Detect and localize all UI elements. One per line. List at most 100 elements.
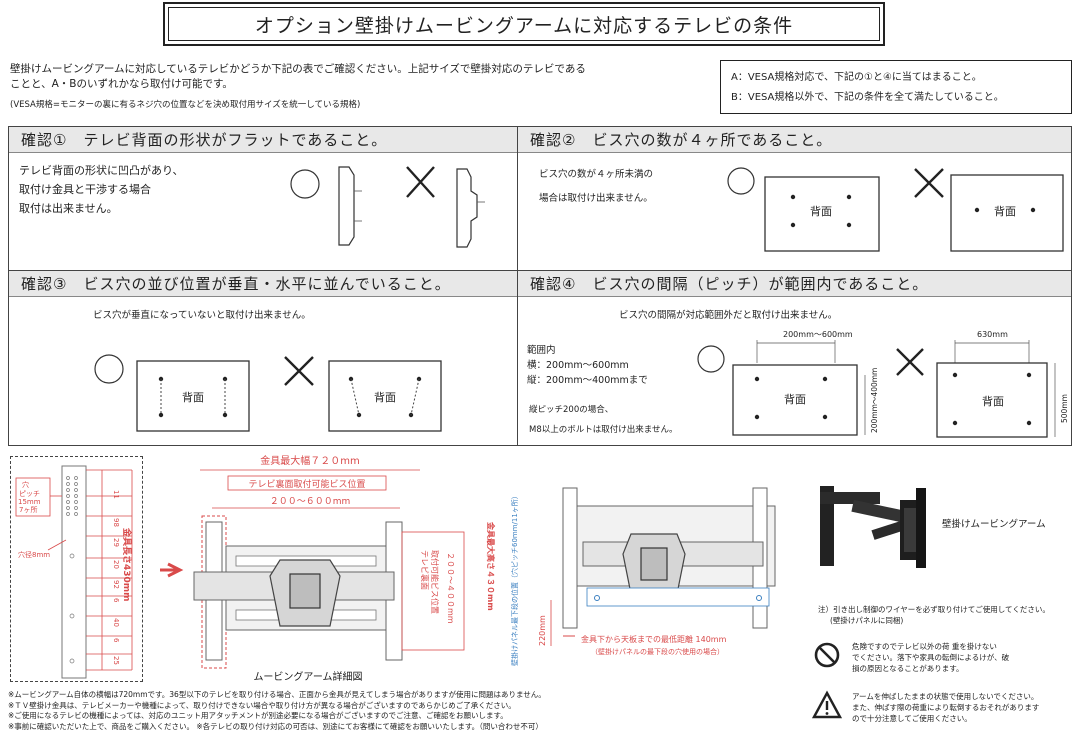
tv-back-misaligned: [328, 360, 442, 432]
footnote-4: ※事前に確認いただいた上で、商品をご購入ください。 ※各テレビの取り付け対応の可…: [8, 721, 543, 731]
ok-circle-icon: [727, 167, 755, 195]
check1-line-1: テレビ背面の形状に凹凸があり、: [19, 164, 184, 177]
flat-tv-side-icon: [338, 166, 355, 246]
check2-line-2: 場合は取付け出来ません。: [539, 193, 653, 204]
tv-back-2holes: [950, 174, 1064, 252]
svg-text:20: 20: [112, 560, 120, 569]
check2-illustration: 背面 背面: [727, 167, 1064, 252]
svg-text:29: 29: [112, 538, 120, 547]
wire-note: 注）引き出し制御のワイヤーを必ず取り付けてご使用してください。 (壁掛けパネルに…: [818, 604, 1050, 626]
check4-note-2: M8以上のボルトは取付け出来ません。: [529, 425, 678, 435]
page-title: オプション壁掛けムービングアームに対応するテレビの条件: [168, 7, 880, 41]
wire-note-line: 注）引き出し制御のワイヤーを必ず取り付けてご使用してください。: [818, 605, 1050, 614]
caution-icon: [812, 690, 842, 719]
svg-text:金具長さ430mm: 金具長さ430mm: [121, 527, 133, 602]
range-vertical: 縦：200mm～400mmまで: [527, 375, 648, 386]
check4-header: 確認④ ビス穴の間隔（ピッチ）が範囲内であること。: [518, 271, 1071, 297]
svg-text:背面: 背面: [374, 390, 396, 404]
svg-text:92: 92: [112, 580, 120, 589]
tv-back-ok: [732, 364, 858, 436]
ok-circle-icon: [94, 354, 124, 384]
svg-text:背面: 背面: [810, 204, 832, 218]
check4-note-1: 縦ピッチ200の場合、: [529, 405, 614, 415]
svg-text:２００～６００mm: ２００～６００mm: [270, 497, 351, 507]
svg-text:壁掛けパネル最下段の位置（穴ピッチ60mm/11ヶ所）: 壁掛けパネル最下段の位置（穴ピッチ60mm/11ヶ所）: [510, 492, 519, 666]
caution-note: アームを伸ばしたままの状態で使用しないでください。 また、伸ばす際の荷重により転…: [852, 691, 1039, 724]
caution-line-2: また、伸ばす際の荷重により転倒するおそれがあります: [852, 703, 1040, 712]
danger-line-3: 損の原因となることがあります。: [852, 664, 964, 673]
svg-text:穴: 穴: [22, 480, 29, 489]
product-label: 壁掛けムービングアーム: [942, 519, 1046, 530]
svg-text:6: 6: [112, 598, 120, 603]
svg-text:金具最大高さ４３０mm: 金具最大高さ４３０mm: [486, 521, 496, 611]
tv-back-ng: [936, 362, 1048, 438]
check-grid: 確認① テレビ背面の形状がフラットであること。 確認② ビス穴の数が４ヶ所である…: [8, 126, 1072, 446]
danger-note: 危険ですのでテレビ以外の荷 重を掛けない でください。落下や家具の転倒によるけが…: [852, 641, 1009, 674]
caution-line-3: ので十分注意してご使用ください。: [852, 714, 972, 723]
check1-line-2: 取付け金具と干渉する場合: [19, 183, 151, 196]
check4-note: 縦ピッチ200の場合、 M8以上のボルトは取付け出来ません。: [529, 400, 678, 440]
svg-text:テレビ裏面取付可能ビス位置: テレビ裏面取付可能ビス位置: [248, 478, 365, 490]
svg-text:ムービングアーム詳細図: ムービングアーム詳細図: [253, 670, 362, 683]
check4-illustration: 200mm～600mm 背面 200mm～400mm 630mm 背面 500m…: [697, 330, 1069, 438]
svg-text:630mm: 630mm: [977, 330, 1008, 339]
svg-text:テレビ裏面: テレビ裏面: [420, 550, 430, 590]
title-frame: オプション壁掛けムービングアームに対応するテレビの条件: [163, 2, 885, 46]
check2-line-1: ビス穴の数が４ヶ所未満の: [539, 169, 654, 180]
danger-line-1: 危険ですのでテレビ以外の荷 重を掛けない: [852, 642, 997, 651]
svg-text:98: 98: [112, 518, 120, 527]
check4-range: 範囲内 横：200mm～600mm 縦：200mm～400mmまで: [527, 343, 648, 388]
check1-line-3: 取付は出来ません。: [19, 202, 118, 215]
svg-text:背面: 背面: [182, 390, 204, 404]
svg-text:２００～４００mm: ２００～４００mm: [446, 552, 455, 624]
wall-panel-diagram: 壁掛けパネル最下段の位置（穴ピッチ60mm/11ヶ所） 220mm 金具下から天…: [510, 487, 776, 666]
check3-header: 確認③ ビス穴の並び位置が垂直・水平に並んでいること。: [9, 271, 517, 297]
caution-line-1: アームを伸ばしたままの状態で使用しないでください。: [852, 692, 1039, 701]
condition-b: B：VESA規格以外で、下記の条件を全て満たしていること。: [731, 92, 1004, 103]
check3-text: ビス穴が垂直になっていないと取付け出来ません。: [93, 310, 311, 321]
svg-text:背面: 背面: [982, 394, 1004, 408]
footnote-2: ※ＴＶ壁掛け金具は、テレビメーカーや機種によって、取り付けできない場合や取り付け…: [8, 700, 516, 710]
svg-text:金具下から天板までの最低距離 140mm: 金具下から天板までの最低距離 140mm: [581, 634, 727, 644]
svg-text:220mm: 220mm: [538, 615, 547, 646]
footnote-3: ※ご使用になるテレビの機種によっては、対応のユニット用アタッチメントが別途必要に…: [8, 711, 508, 720]
check2-text: ビス穴の数が４ヶ所未満の 場合は取付け出来ません。: [539, 163, 653, 211]
arm-detail-diagram: 金具最大幅７２０mm テレビ裏面取付可能ビス位置 ２００～６００mm ムービング…: [160, 454, 496, 683]
uneven-tv-side-icon: [456, 168, 478, 248]
check1-header: 確認① テレビ背面の形状がフラットであること。: [9, 127, 517, 153]
condition-a: A：VESA規格対応で、下記の①と④に当てはまること。: [731, 72, 982, 83]
wire-note-sub: (壁掛けパネルに同梱): [830, 616, 904, 625]
conditions-box: A：VESA規格対応で、下記の①と④に当てはまること。 B：VESA規格以外で、…: [720, 60, 1072, 114]
svg-text:背面: 背面: [994, 204, 1016, 218]
ng-cross-icon: [284, 356, 314, 386]
intro-line-2: ことと、A・Bのいずれかなら取付け可能です。: [10, 78, 233, 90]
tv-back-aligned: [136, 360, 250, 432]
range-title: 範囲内: [527, 345, 556, 356]
check4-text: ビス穴の間隔が対応範囲外だと取付け出来ません。: [619, 310, 838, 321]
svg-text:40: 40: [112, 618, 120, 627]
ng-cross-icon: [406, 166, 435, 198]
intro-line-1: 壁掛けムービングアームに対応しているテレビかどうか下記の表でご確認ください。上記…: [10, 63, 586, 75]
prohibited-icon: [814, 642, 840, 668]
svg-text:穴径8mm: 穴径8mm: [18, 550, 50, 559]
bracket-ruler-diagram: 穴 ピッチ 15mm 7ヶ所 穴径8mm 11 98 29 20 92 6 40…: [15, 465, 133, 679]
arrow-left-icon: [160, 562, 184, 578]
svg-text:6: 6: [112, 638, 120, 643]
footnote-1: ※ムービングアーム自体の横幅は720mmです。36型以下のテレビを取り付ける場合…: [8, 690, 546, 699]
svg-text:200mm～400mm: 200mm～400mm: [870, 368, 879, 433]
svg-text:（壁掛けパネルの最下段の穴使用の場合）: （壁掛けパネルの最下段の穴使用の場合）: [591, 647, 724, 656]
check1-text: テレビ背面の形状に凹凸があり、 取付け金具と干渉する場合 取付は出来ません。: [19, 161, 184, 218]
svg-text:200mm～600mm: 200mm～600mm: [783, 330, 853, 339]
svg-text:ピッチ: ピッチ: [19, 490, 40, 498]
ok-circle-icon: [697, 345, 725, 373]
ok-circle-icon: [290, 169, 320, 199]
svg-text:500mm: 500mm: [1060, 394, 1069, 423]
svg-text:7ヶ所: 7ヶ所: [19, 505, 37, 514]
vesa-note: (VESA規格=モニターの裏に有るネジ穴の位置などを決め取付用サイズを統一してい…: [10, 100, 361, 110]
danger-line-2: でください。落下や家具の転倒によるけが、破: [852, 653, 1010, 662]
check2-header: 確認② ビス穴の数が４ヶ所であること。: [518, 127, 1071, 153]
svg-text:金具最大幅７２０mm: 金具最大幅７２０mm: [260, 454, 359, 467]
range-horizontal: 横：200mm～600mm: [527, 360, 629, 371]
bracket-ruler-panel: [10, 456, 143, 682]
check1-illustration: [290, 166, 485, 248]
